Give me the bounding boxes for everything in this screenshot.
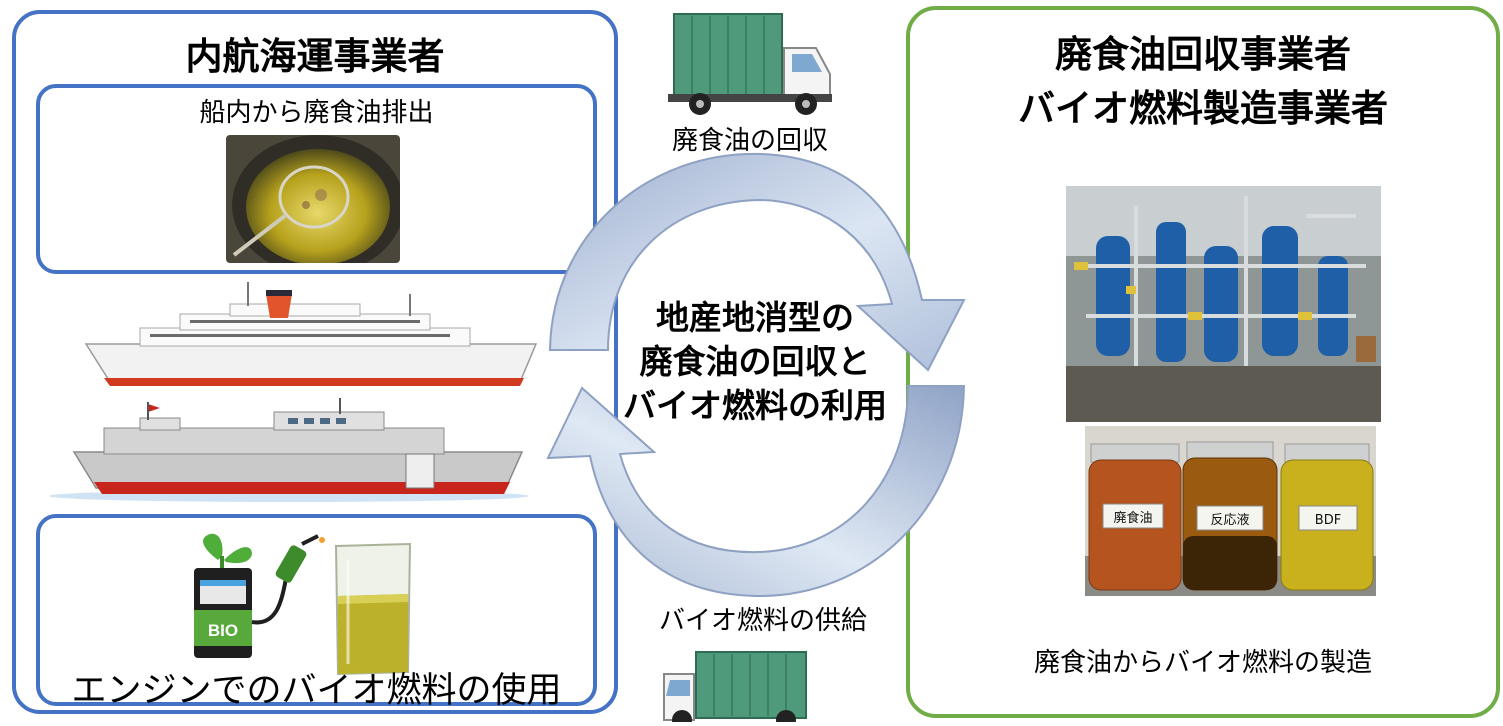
jar-label-reaction: 反応液 [1210, 513, 1249, 528]
cargo-ship-illustration [44, 398, 534, 506]
waste-oil-discharge-caption: 船内から廃食油排出 [199, 98, 434, 128]
collection-caption: 廃食油の回収 [671, 126, 828, 156]
jar-label-waste-oil: 廃食油 [1113, 510, 1152, 526]
arrow-collect [548, 152, 966, 372]
supply-truck-icon [660, 650, 840, 726]
supply-caption: バイオ燃料の供給 [658, 606, 867, 636]
bio-fuel-pump-illustration: BIO [190, 530, 330, 664]
jar-label-bdf: BDF [1315, 513, 1341, 528]
collector-producer-title: 廃食油回収事業者 バイオ燃料製造事業者 [1018, 33, 1388, 130]
biofuel-use-caption: エンジンでのバイオ燃料の使用 [71, 671, 562, 711]
biofuel-beaker-photo [328, 540, 418, 682]
fryer-oil-photo [226, 135, 400, 263]
collection-truck-icon [658, 12, 838, 120]
biofuel-use-box [36, 514, 597, 706]
oil-samples-photo: 廃食油 反応液 BDF [1085, 426, 1376, 596]
biofuel-production-caption: 廃食油からバイオ燃料の製造 [1033, 648, 1372, 678]
cycle-center-text: 地産地消型の 廃食油の回収と バイオ燃料の利用 [623, 298, 887, 425]
arrow-supply [546, 385, 966, 598]
ferry-ship-illustration [80, 282, 540, 394]
cycle-arrows [512, 140, 1002, 614]
ship-operator-title: 内航海運事業者 [185, 35, 445, 78]
biofuel-plant-photo [1066, 186, 1381, 422]
bio-label: BIO [208, 621, 238, 640]
